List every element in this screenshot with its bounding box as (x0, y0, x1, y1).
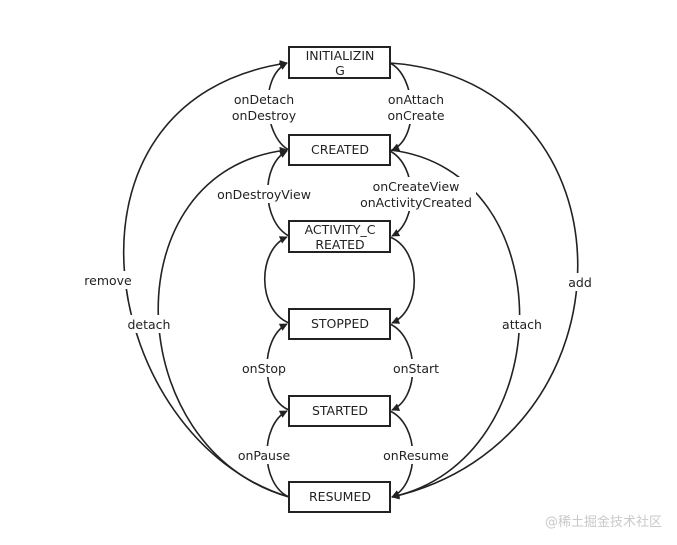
label-remove: remove (84, 273, 132, 288)
edge-detach (157, 146, 290, 498)
state-created: CREATED (288, 134, 391, 166)
label-attach: attach (502, 317, 542, 332)
state-stopped: STOPPED (288, 308, 391, 340)
label-on-destroy: onDestroy (232, 108, 297, 123)
edge-add (389, 62, 579, 500)
state-stopped-label: STOPPED (311, 316, 369, 331)
label-on-detach: onDetach (234, 92, 294, 107)
label-on-destroy-view: onDestroyView (217, 187, 311, 202)
label-on-pause: onPause (238, 448, 291, 463)
label-on-activity-created: onActivityCreated (360, 195, 472, 210)
state-initializing-line1: INITIALIZIN (306, 48, 375, 63)
state-resumed: RESUMED (288, 481, 391, 513)
state-activity-created: ACTIVITY_C REATED (288, 220, 391, 253)
state-started: STARTED (288, 395, 391, 427)
state-started-label: STARTED (312, 403, 368, 418)
edge-stopped-to-activity-created (263, 236, 290, 324)
state-initializing-line2: G (335, 63, 345, 78)
label-on-create: onCreate (387, 108, 444, 123)
state-initializing: INITIALIZIN G (288, 46, 391, 79)
edge-activity-created-to-stopped (389, 236, 416, 324)
label-detach: detach (128, 317, 171, 332)
label-add: add (568, 275, 592, 290)
label-on-attach: onAttach (388, 92, 444, 107)
label-on-stop: onStop (242, 361, 286, 376)
state-activity-created-line1: ACTIVITY_C (305, 222, 376, 237)
state-activity-created-line2: REATED (315, 237, 364, 252)
label-on-create-view: onCreateView (373, 179, 460, 194)
watermark: @稀土掘金技术社区 (545, 514, 662, 530)
label-on-start: onStart (393, 361, 439, 376)
state-created-label: CREATED (311, 142, 369, 157)
state-resumed-label: RESUMED (309, 489, 371, 504)
label-on-resume: onResume (383, 448, 449, 463)
